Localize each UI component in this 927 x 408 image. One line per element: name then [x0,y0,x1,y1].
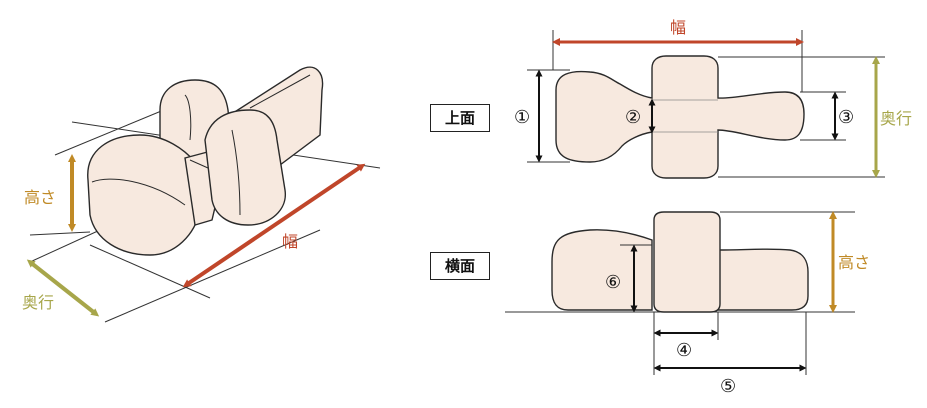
side-left-block [551,229,653,311]
front-raised-block [204,109,286,226]
dim2-label: ② [625,107,641,128]
side-height-label: 高さ [838,253,870,272]
side-view-caption: 横面 [430,252,490,280]
depth-arrow [26,259,100,317]
width-arrow [182,163,366,288]
top-width-label: 幅 [670,18,686,37]
top-view: 幅 奥行 ① ② ③ [514,18,912,179]
depth-label: 奥行 [22,293,54,312]
dim1-label: ① [514,107,530,128]
side-view: 高さ ⑥ ④ ⑤ [505,211,870,397]
dim5-label: ⑤ [720,376,736,397]
dim4-label: ④ [676,340,692,361]
top-view-outline [555,55,805,179]
side-right-block [717,248,809,311]
dim6-label: ⑥ [605,272,621,293]
side-middle-block [653,211,721,313]
perspective-view: 高さ 奥行 幅 [22,66,381,323]
top-depth-label: 奥行 [880,109,912,128]
width-label: 幅 [282,232,298,251]
dim3-label: ③ [838,107,854,128]
depth-extension-left [29,229,101,263]
top-view-caption: 上面 [430,104,490,132]
height-label: 高さ [24,188,56,207]
